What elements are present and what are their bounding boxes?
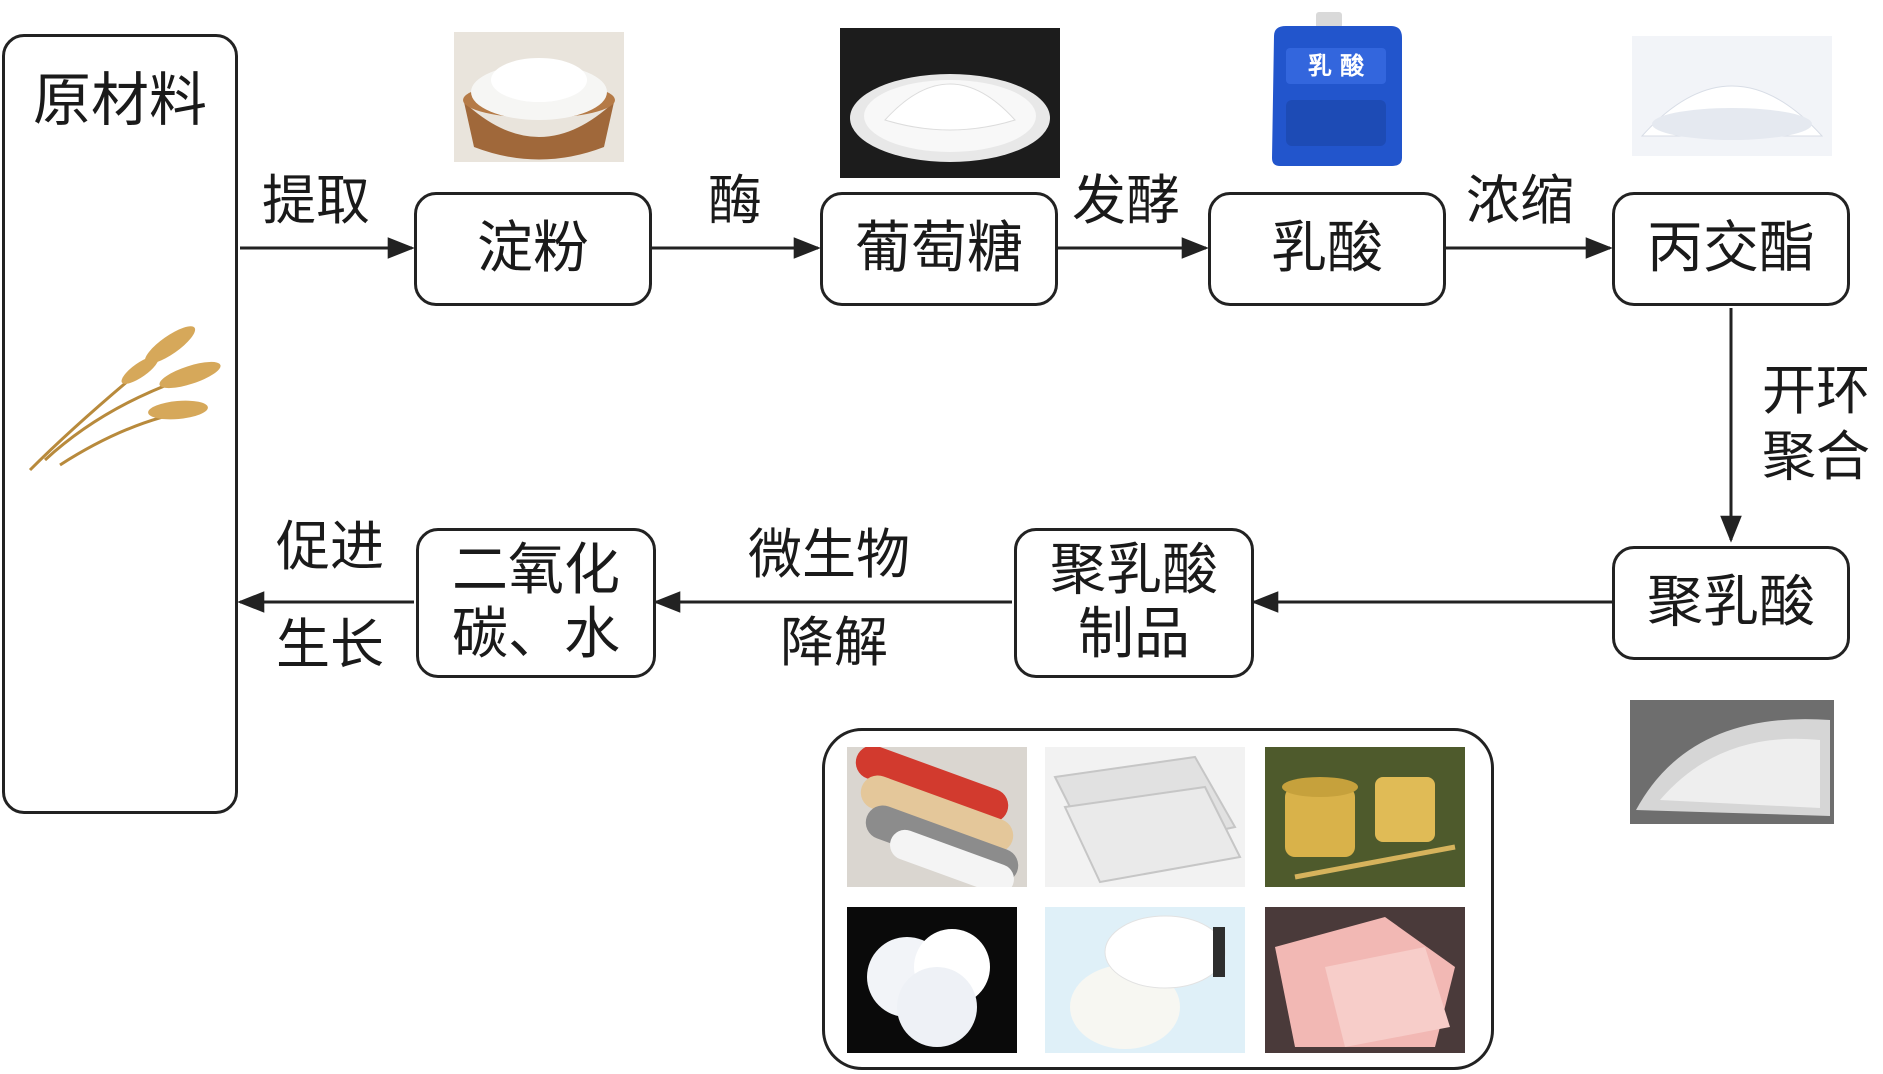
starch-bowl-image — [454, 32, 624, 162]
node-starch-label: 淀粉 — [477, 215, 589, 281]
product-yarn-spools-image — [1045, 907, 1245, 1053]
node-pla-products: 聚乳酸 制品 — [1014, 528, 1254, 678]
lactide-crystals-image — [1632, 36, 1832, 156]
node-co2-water: 二氧化 碳、水 — [416, 528, 656, 678]
glucose-plate-image — [840, 28, 1060, 178]
pla-pellets-image — [1630, 700, 1834, 824]
product-fiber-fill-image — [847, 907, 1017, 1053]
node-starch: 淀粉 — [414, 192, 652, 306]
node-lactic-acid: 乳酸 — [1208, 192, 1446, 306]
edge-label-enzyme: 酶 — [708, 169, 762, 232]
node-lactic-acid-label: 乳酸 — [1271, 215, 1383, 281]
node-glucose-label: 葡萄糖 — [855, 215, 1023, 281]
edge-label-promote: 促进 — [276, 515, 384, 578]
lactic-acid-jug-image: 乳 酸 — [1272, 12, 1402, 166]
products-panel — [822, 728, 1494, 1070]
raw-material-box: 原材料 — [2, 34, 238, 814]
node-co2-water-label: 二氧化 碳、水 — [452, 537, 620, 667]
node-lactide: 丙交酯 — [1612, 192, 1850, 306]
node-lactide-label: 丙交酯 — [1647, 215, 1815, 281]
edge-label-concentrate: 浓缩 — [1466, 169, 1574, 232]
edge-label-ring-open: 开环 聚合 — [1762, 359, 1870, 488]
edge-label-degrade: 降解 — [780, 611, 888, 674]
edge-label-microbe: 微生物 — [748, 523, 910, 586]
node-pla-label: 聚乳酸 — [1647, 569, 1815, 635]
edge-label-growth: 生长 — [276, 613, 384, 676]
product-tube-rolls-image — [847, 747, 1027, 887]
product-bags-image — [1045, 747, 1245, 887]
product-pink-fabric-image — [1265, 907, 1465, 1053]
edge-label-extract: 提取 — [262, 169, 370, 232]
jug-label-text: 乳 酸 — [1308, 52, 1365, 80]
edge-label-ferment: 发酵 — [1072, 169, 1180, 232]
product-cups-image — [1265, 747, 1465, 887]
wheat-image — [28, 326, 221, 472]
node-pla: 聚乳酸 — [1612, 546, 1850, 660]
node-pla-products-label: 聚乳酸 制品 — [1050, 537, 1218, 667]
raw-material-label: 原材料 — [32, 66, 207, 134]
node-glucose: 葡萄糖 — [820, 192, 1058, 306]
